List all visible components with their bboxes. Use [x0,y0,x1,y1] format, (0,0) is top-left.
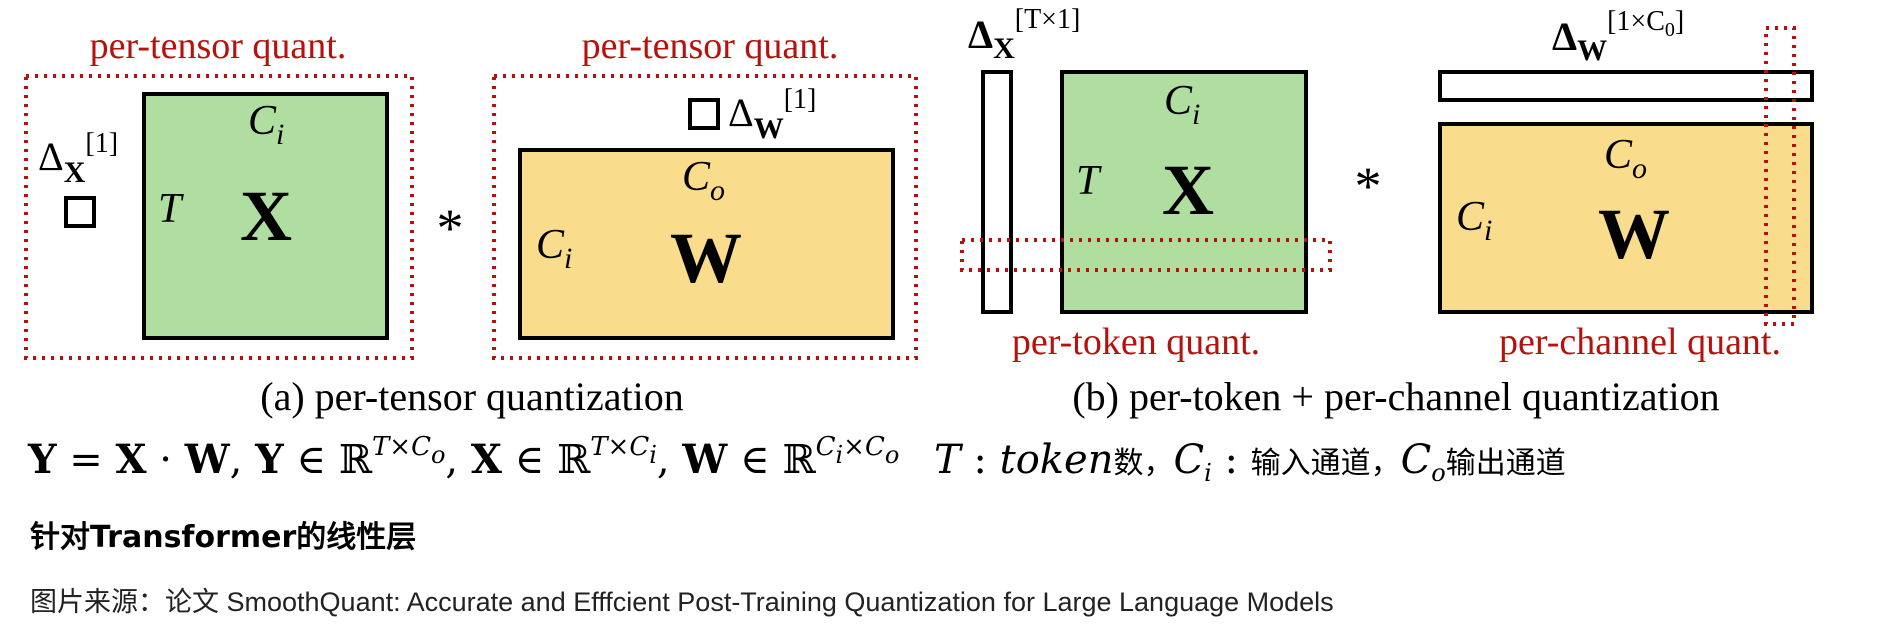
def-t-var: T [934,437,961,483]
delta-x-scale-square [64,196,96,228]
delta-w-channel-symbol: ΔW[1×C0] [1552,6,1684,67]
w-row-label-b: Ci [1456,194,1492,247]
x-row-label-b: T [1076,158,1102,204]
multiply-operator-b: * [1355,156,1382,216]
w-col-label: Co [682,154,725,207]
image-source-note: 图片来源：论文 SmoothQuant: Accurate and Efffci… [30,587,1334,617]
matrix-x [142,92,389,340]
eq-x: X [115,436,147,483]
def-t-cn: 数， [1113,446,1174,481]
eq-w: W [184,436,230,483]
delta-x-symbol: ΔX[1] [38,128,118,189]
quantization-diagram: per-tensor quant. ΔX[1] Ci T X * per-ten… [24,4,1814,419]
per-token-label: per-token quant. [1012,321,1260,363]
w-matrix-label-b: W [1598,194,1670,274]
per-tensor-label-right: per-tensor quant. [582,25,839,67]
eq-y2: Y [255,436,284,483]
w-row-label: Ci [536,222,572,275]
delta-x-token-symbol: ΔX[T×1] [968,4,1080,65]
multiply-operator-a: * [437,198,464,258]
x-matrix-label-b: X [1162,150,1214,230]
eq-in-1: ∈ [283,437,339,483]
caption-a: (a) per-tensor quantization [260,374,683,419]
eq-y: Y [28,436,57,483]
x-row-label: T [158,186,184,232]
matrix-w-b [1438,122,1814,314]
per-channel-label: per-channel quant. [1499,321,1781,363]
panel-a: per-tensor quant. ΔX[1] Ci T X * per-ten… [24,25,918,419]
matrix-x-b [1060,70,1308,314]
def-t-word: token [999,437,1114,483]
eq-y-dim: T×Co [371,432,446,469]
delta-w-scale-square [688,98,720,130]
eq-x2: X [470,436,502,483]
def-ci-colon: : [1211,437,1251,483]
eq-comma-2: , [445,437,471,483]
eq-in-3: ∈ [727,437,783,483]
eq-dot: · [146,437,185,483]
delta-x-token-vector [981,70,1013,314]
equation-line: Y = X · W, Y ∈ ℝT×Co, X ∈ ℝT×Ci, W ∈ ℝCi… [28,432,1566,487]
x-col-label-b: Ci [1164,78,1200,131]
w-matrix-label: W [670,218,742,298]
eq-in-2: ∈ [501,437,557,483]
def-ci-var: Ci [1173,437,1212,487]
matrix-w [518,148,895,340]
def-co-var: Co [1400,437,1446,487]
eq-reals-3: ℝ [782,437,816,483]
eq-comma-1: , [229,437,256,483]
panel-b: ΔX[T×1] Ci T X per-token quant. * ΔW[1×C… [960,4,1814,419]
def-t-colon: : [960,437,1000,483]
delta-w-symbol: ΔW[1] [728,84,816,145]
caption-b: (b) per-token + per-channel quantization [1072,374,1719,419]
per-tensor-label-left: per-tensor quant. [90,25,347,67]
def-co-cn: 输出通道 [1445,446,1566,481]
eq-reals-2: ℝ [556,437,591,483]
section-heading: 针对Transformer的线性层 [30,520,417,555]
eq-comma-3: , [656,437,683,483]
delta-w-channel-vector [1438,70,1814,102]
eq-reals-1: ℝ [338,437,372,483]
eq-equals: = [56,437,116,483]
eq-w2: W [682,436,728,483]
w-col-label-b: Co [1604,132,1647,185]
eq-w-dim: Ci×Co [815,432,900,469]
x-col-label: Ci [248,98,284,151]
def-ci-cn: 输入通道， [1250,446,1401,481]
x-matrix-label: X [240,176,292,256]
eq-x-dim: T×Ci [590,432,657,469]
